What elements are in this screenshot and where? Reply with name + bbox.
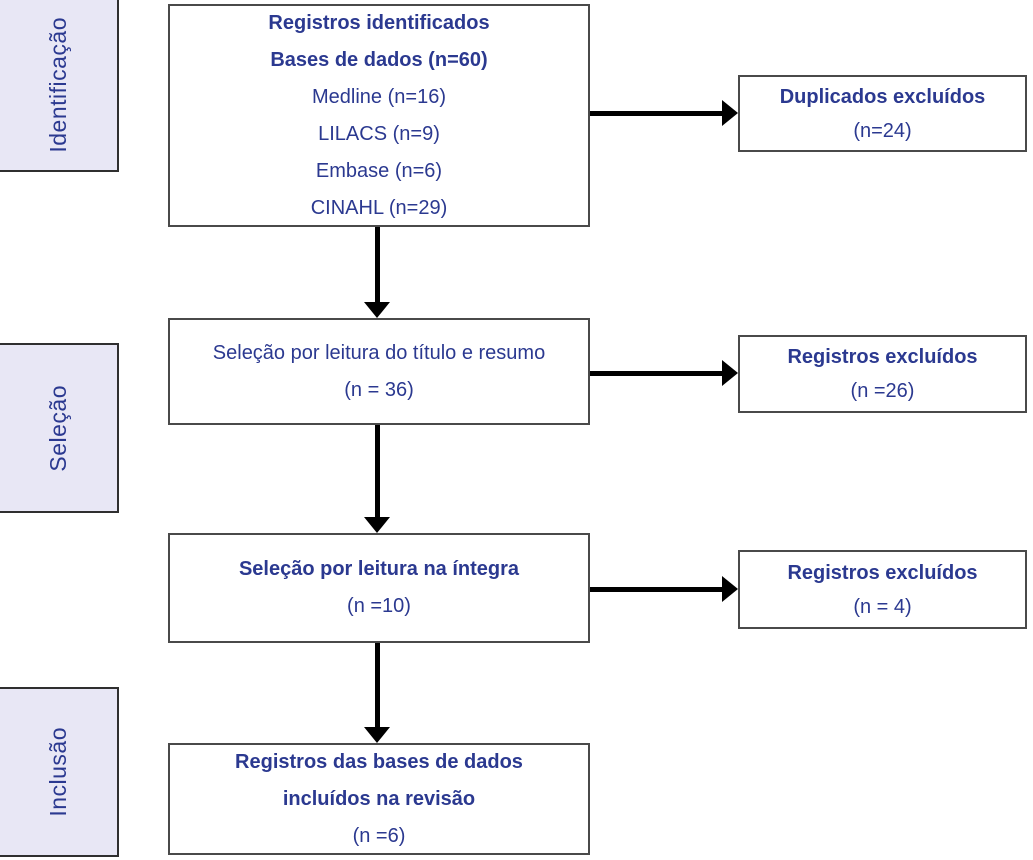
box-records-included: Registros das bases de dados incluídos n…: [168, 743, 590, 855]
stage-label-inclusion-text: Inclusão: [45, 727, 71, 817]
arrow-shaft: [375, 643, 380, 728]
stage-label-identification: Identificação: [0, 0, 119, 172]
source-medline: Medline (n=16): [312, 85, 446, 108]
records-identified-subtitle: Bases de dados (n=60): [270, 48, 488, 71]
title-abstract-screening-title: Seleção por leitura do título e resumo: [212, 341, 546, 364]
stage-label-inclusion: Inclusão: [0, 687, 119, 857]
records-included-count: (n =6): [352, 824, 406, 847]
arrowhead-down-icon: [364, 517, 390, 533]
arrow-shaft: [375, 425, 380, 518]
box-full-text-screening: Seleção por leitura na íntegra (n =10): [168, 533, 590, 643]
arrow-shaft: [590, 587, 723, 592]
arrowhead-right-icon: [722, 360, 738, 386]
arrowhead-right-icon: [722, 100, 738, 126]
stage-label-screening-text: Seleção: [45, 384, 71, 472]
full-text-screening-title: Seleção por leitura na íntegra: [238, 558, 520, 580]
arrowhead-down-icon: [364, 727, 390, 743]
source-lilacs: LILACS (n=9): [318, 122, 440, 145]
records-identified-title: Registros identificados: [268, 11, 490, 34]
records-included-title-line2: incluídos na revisão: [282, 787, 476, 810]
records-excluded-screening-title: Registros excluídos: [787, 346, 978, 368]
records-included-title-line1: Registros das bases de dados: [235, 750, 523, 773]
stage-label-identification-text: Identificação: [45, 17, 71, 153]
arrowhead-right-icon: [722, 576, 738, 602]
source-cinahl: CINAHL (n=29): [310, 196, 448, 219]
arrow-shaft: [590, 371, 723, 376]
records-excluded-fulltext-title: Registros excluídos: [787, 561, 978, 584]
records-excluded-screening-count: (n =26): [850, 380, 915, 402]
duplicates-excluded-title: Duplicados excluídos: [779, 85, 986, 108]
duplicates-excluded-count: (n=24): [853, 119, 912, 142]
stage-label-screening: Seleção: [0, 343, 119, 513]
arrow-shaft: [590, 111, 723, 116]
arrow-shaft: [375, 227, 380, 303]
title-abstract-screening-count: (n = 36): [344, 378, 414, 401]
box-records-excluded-fulltext: Registros excluídos (n = 4): [738, 550, 1027, 629]
box-duplicates-excluded: Duplicados excluídos (n=24): [738, 75, 1027, 152]
box-records-excluded-screening: Registros excluídos (n =26): [738, 335, 1027, 413]
records-excluded-fulltext-count: (n = 4): [853, 595, 912, 618]
full-text-screening-count: (n =10): [347, 595, 411, 617]
box-records-identified: Registros identificados Bases de dados (…: [168, 4, 590, 227]
arrowhead-down-icon: [364, 302, 390, 318]
source-embase: Embase (n=6): [315, 159, 443, 182]
box-title-abstract-screening: Seleção por leitura do título e resumo (…: [168, 318, 590, 425]
